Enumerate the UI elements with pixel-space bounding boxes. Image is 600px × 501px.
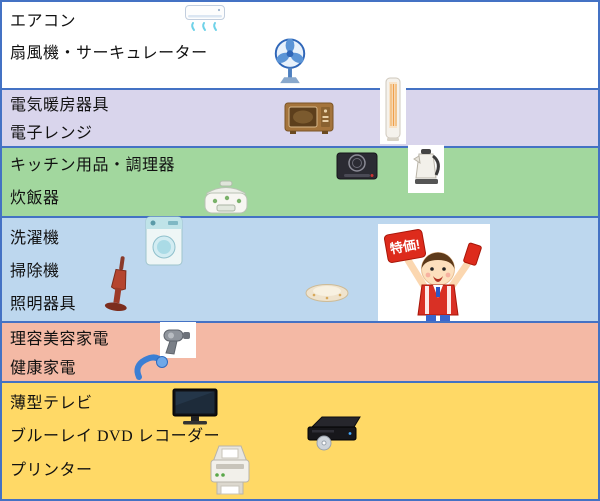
label-electric-heating: 電気暖房器具 bbox=[10, 97, 110, 114]
massager-icon bbox=[132, 349, 168, 383]
electric-kettle-icon bbox=[408, 145, 444, 193]
label-kitchen-goods: キッチン用品・調理器 bbox=[10, 157, 176, 174]
label-fan-circulator: 扇風機・サーキュレーター bbox=[10, 45, 208, 62]
blu-ray-recorder-icon bbox=[302, 411, 362, 451]
price-sign-text: 特価! bbox=[389, 236, 421, 256]
washing-machine-icon bbox=[144, 215, 184, 267]
printer-icon bbox=[207, 444, 253, 499]
desk-fan-icon bbox=[272, 37, 308, 88]
label-vacuum: 掃除機 bbox=[10, 263, 60, 280]
band-beauty-health: 理容美容家電 健康家電 bbox=[2, 321, 598, 381]
band-kitchen: キッチン用品・調理器 炊飯器 bbox=[2, 145, 598, 217]
label-bluray-recorder: ブルーレイ DVD レコーダー bbox=[10, 428, 221, 445]
band-air-conditioning: エアコン 扇風機・サーキュレーター bbox=[2, 2, 598, 88]
vacuum-cleaner-icon bbox=[104, 254, 134, 314]
label-aircon: エアコン bbox=[10, 13, 77, 30]
label-washing-machine: 洗濯機 bbox=[10, 230, 60, 247]
label-microwave: 電子レンジ bbox=[10, 125, 93, 142]
ceiling-light-icon bbox=[304, 282, 350, 304]
band-av-printer: 薄型テレビ ブルーレイ DVD レコーダー プリンター bbox=[2, 381, 598, 499]
price-sign: 特価! bbox=[383, 229, 427, 263]
label-lighting: 照明器具 bbox=[10, 296, 77, 313]
rice-cooker-icon bbox=[202, 179, 250, 217]
band-heating-microwave: 電気暖房器具 電子レンジ bbox=[2, 76, 598, 146]
hair-dryer-icon bbox=[160, 322, 196, 358]
microwave-icon bbox=[284, 100, 334, 136]
air-conditioner-icon bbox=[185, 5, 225, 33]
band-laundry-cleaning-lighting: 洗濯機 掃除機 照明器具 bbox=[2, 215, 598, 322]
label-flat-tv: 薄型テレビ bbox=[10, 395, 93, 412]
label-printer: プリンター bbox=[10, 462, 93, 479]
flat-tv-icon bbox=[172, 388, 218, 426]
label-beauty-appliances: 理容美容家電 bbox=[10, 331, 110, 348]
salesman-mascot: 特価! bbox=[378, 224, 490, 322]
induction-cooker-icon bbox=[336, 152, 378, 182]
label-health-appliances: 健康家電 bbox=[10, 360, 77, 377]
label-rice-cooker: 炊飯器 bbox=[10, 190, 60, 207]
electric-heater-icon bbox=[380, 76, 406, 144]
